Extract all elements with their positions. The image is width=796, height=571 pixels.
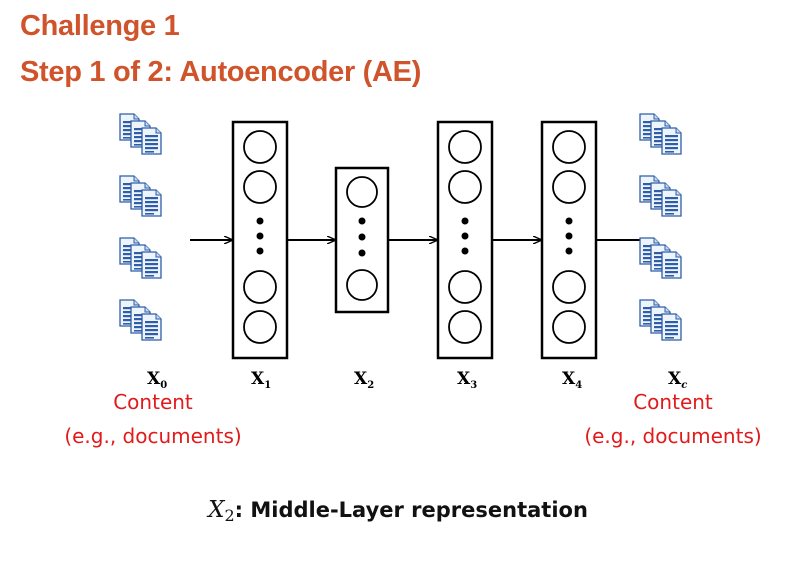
caption-variable-subscript: 2 [224, 506, 235, 525]
label-x0: X0 [147, 369, 167, 391]
input-content-label: Content [113, 390, 193, 414]
neuron-circle-icon [346, 176, 378, 208]
label-x4: X4 [562, 369, 582, 391]
diagram-caption: X2: Middle-Layer representation [0, 497, 796, 525]
neuron-circle-icon [552, 130, 586, 164]
neuron-circle-icon [243, 130, 277, 164]
neuron-circle-icon [448, 310, 482, 344]
slide-title: Challenge 1 [20, 10, 180, 42]
layer-x2 [334, 166, 390, 314]
neuron-circle-icon [552, 170, 586, 204]
document-stack-icon [120, 300, 161, 340]
document-stack-icon [640, 300, 681, 340]
neuron-circle-icon [346, 269, 378, 301]
neuron-circle-icon [448, 270, 482, 304]
neuron-circle-icon [243, 170, 277, 204]
layer-x3 [436, 120, 494, 360]
document-stack-icon [640, 176, 681, 216]
caption-variable: X [208, 497, 225, 523]
input-documents [120, 114, 161, 340]
label-x1: X1 [251, 369, 271, 391]
layer-labels: X0 X1 X2 X3 X4 Xc [147, 369, 687, 391]
document-stack-icon [120, 238, 161, 278]
layer-x1 [231, 120, 289, 360]
neuron-circle-icon [448, 130, 482, 164]
neuron-circle-icon [552, 310, 586, 344]
output-content-example: (e.g., documents) [584, 424, 762, 448]
neuron-circle-icon [448, 170, 482, 204]
neuron-circle-icon [552, 270, 586, 304]
input-content-example: (e.g., documents) [64, 424, 242, 448]
caption-text: : Middle-Layer representation [234, 498, 588, 522]
neuron-circle-icon [243, 310, 277, 344]
label-xc: Xc [668, 369, 687, 391]
document-stack-icon [640, 114, 681, 154]
output-content-label: Content [633, 390, 713, 414]
label-x2: X2 [354, 369, 374, 391]
document-stack-icon [120, 176, 161, 216]
output-documents [640, 114, 681, 340]
document-stack-icon [120, 114, 161, 154]
label-x3: X3 [457, 369, 477, 391]
neuron-circle-icon [243, 270, 277, 304]
document-stack-icon [640, 238, 681, 278]
slide-subtitle: Step 1 of 2: Autoencoder (AE) [20, 56, 422, 88]
layer-x4 [540, 120, 598, 360]
